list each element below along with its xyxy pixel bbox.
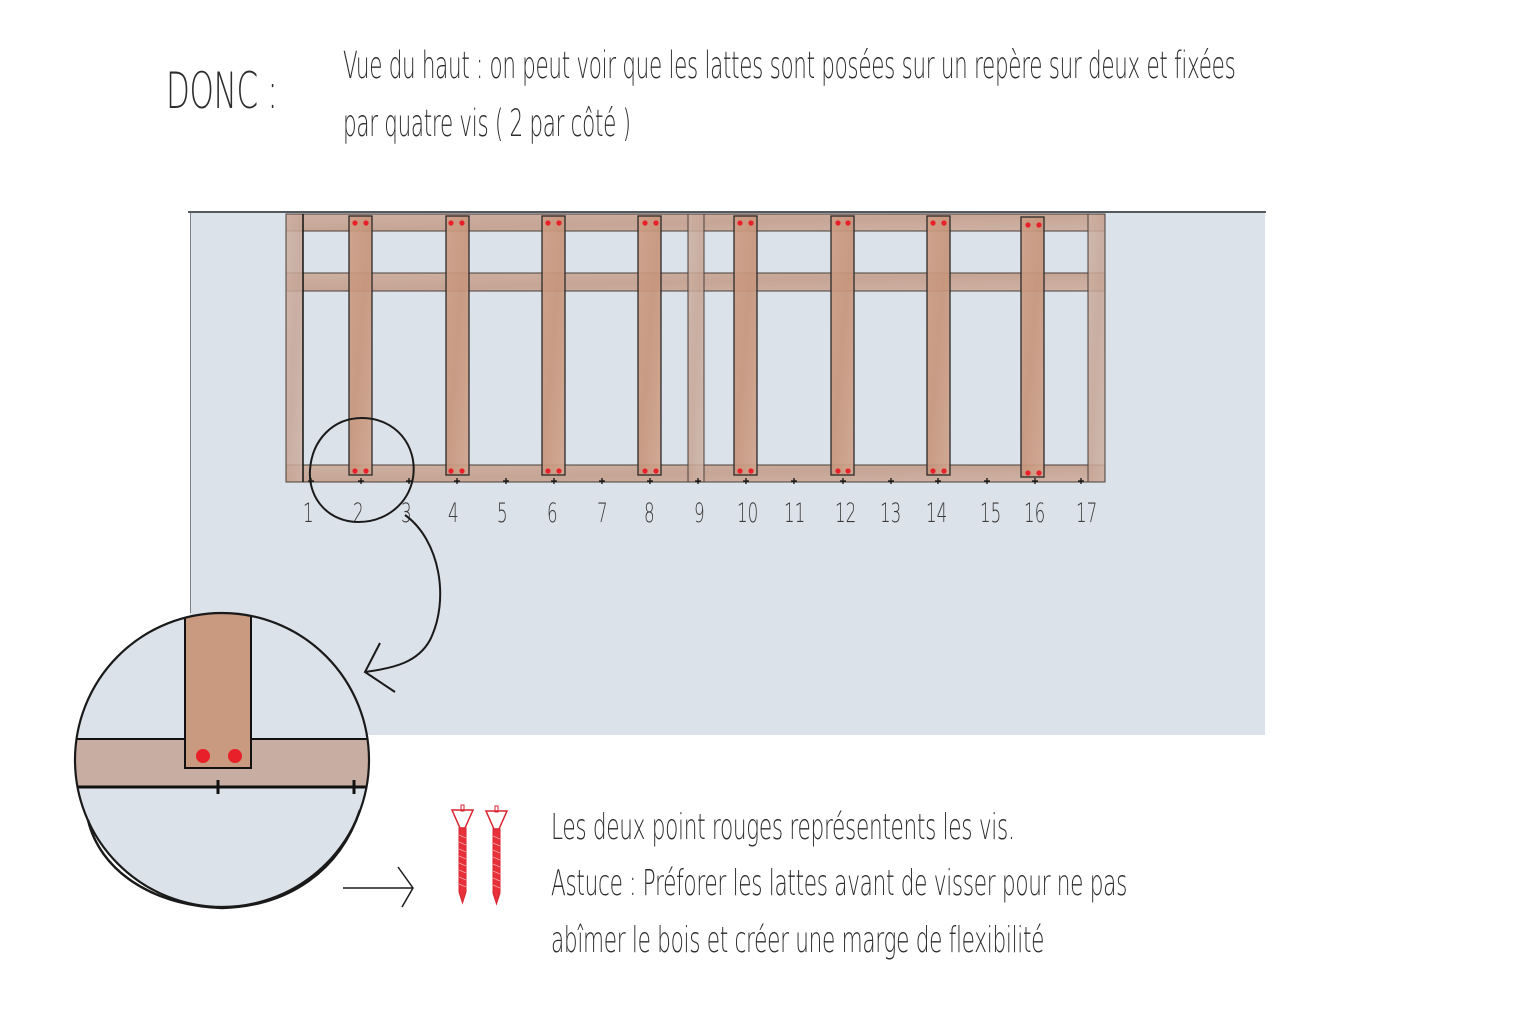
marker-label: 1: [303, 498, 314, 529]
intro-text-line-1: Vue du haut : on peut voir que les latte…: [343, 44, 1236, 87]
slat-8: [637, 215, 662, 476]
note-line-2: Astuce : Préforer les lattes avant de vi…: [551, 863, 1128, 904]
marker-label: 5: [497, 498, 508, 529]
marker-label: 8: [644, 498, 655, 529]
intro-text-line-2: par quatre vis ( 2 par côté ): [343, 102, 631, 145]
marker-label: 13: [880, 498, 901, 529]
post-1: [285, 213, 304, 483]
right-arrow-icon: [343, 866, 414, 908]
marker-label: 16: [1024, 498, 1045, 529]
slat-12: [830, 215, 855, 476]
screw-icon-1: [450, 804, 475, 905]
marker-label: 7: [597, 498, 608, 529]
marker-label: 4: [448, 498, 459, 529]
marker-label: 6: [547, 498, 558, 529]
marker-label: 10: [737, 498, 758, 529]
tick-marks: [308, 478, 1084, 484]
highlight-circle: [308, 416, 415, 524]
title-donc: DONC :: [166, 62, 278, 120]
curved-arrow: [364, 514, 442, 673]
marker-label: 14: [926, 498, 947, 529]
arrow-head-icon: [363, 642, 396, 693]
slats: [348, 215, 1045, 478]
vertical-posts: [285, 213, 1106, 483]
marker-label: 15: [980, 498, 1001, 529]
slat-6: [541, 215, 566, 476]
marker-label: 12: [835, 498, 856, 529]
marker-label: 2: [353, 498, 364, 529]
zoom-detail: [73, 611, 371, 910]
slat-16: [1020, 216, 1045, 478]
marker-label: 9: [694, 498, 705, 529]
screw-icon-2: [484, 805, 509, 906]
marker-labels: 1 2 3 4 5 6 7 8 9 10 11 12 13 14 15 16 1…: [303, 498, 1097, 529]
note-line-3: abîmer le bois et créer une marge de fle…: [551, 920, 1045, 961]
marker-label: 3: [401, 498, 412, 529]
marker-label: 11: [784, 498, 805, 529]
screw-dots: [352, 220, 1042, 476]
left-edge-line: [190, 213, 191, 613]
slat-2: [348, 215, 373, 476]
slat-10: [733, 215, 758, 476]
slat-4: [445, 215, 470, 476]
note-line-1: Les deux point rouges représentents les …: [551, 807, 1015, 848]
slat-14: [926, 215, 951, 476]
marker-label: 17: [1076, 498, 1097, 529]
zoom-screw-right: [228, 749, 242, 763]
zoom-screw-left: [196, 749, 210, 763]
zoom-slat: [184, 613, 252, 769]
top-edge-line: [188, 211, 1266, 213]
post-9: [687, 213, 705, 483]
post-17: [1087, 213, 1106, 483]
